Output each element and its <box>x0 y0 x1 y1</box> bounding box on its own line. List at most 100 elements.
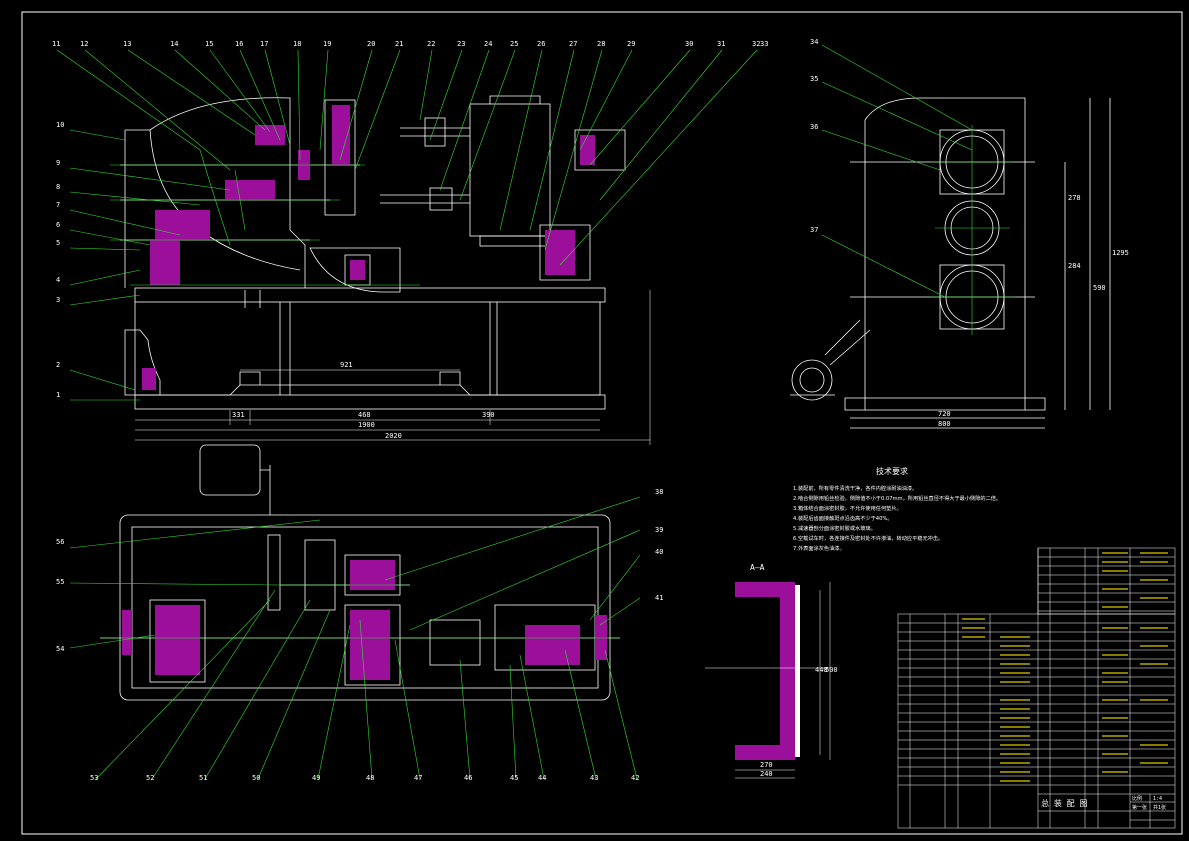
svg-text:第一张: 第一张 <box>1132 804 1147 811</box>
svg-text:45: 45 <box>510 774 518 782</box>
svg-text:50: 50 <box>252 774 260 782</box>
svg-text:4.装配后齿面接触斑点沿齿高不少于40%。: 4.装配后齿面接触斑点沿齿高不少于40%。 <box>793 514 892 522</box>
svg-text:3: 3 <box>56 296 60 304</box>
svg-text:56: 56 <box>56 538 64 546</box>
svg-text:5.减速器剖分面涂密封胶或水玻璃。: 5.减速器剖分面涂密封胶或水玻璃。 <box>793 524 876 532</box>
balloons-top: 11 12 13 14 15 16 17 18 19 20 21 22 23 2… <box>52 40 768 48</box>
svg-text:9: 9 <box>56 159 60 167</box>
svg-text:8: 8 <box>56 183 60 191</box>
svg-text:15: 15 <box>205 40 213 48</box>
svg-text:共1张: 共1张 <box>1153 804 1166 811</box>
balloons-left: 10 9 8 7 6 5 4 3 2 1 <box>56 121 64 399</box>
svg-text:1.装配前，所有零件清洗干净，各件内腔涂耐油油漆。: 1.装配前，所有零件清洗干净，各件内腔涂耐油油漆。 <box>793 484 917 492</box>
svg-text:7: 7 <box>56 201 60 209</box>
svg-text:921: 921 <box>340 361 353 369</box>
svg-text:32: 32 <box>752 40 760 48</box>
svg-text:1: 1 <box>56 391 60 399</box>
svg-text:590: 590 <box>1093 284 1106 292</box>
svg-text:500: 500 <box>825 666 838 674</box>
balloons-bottom: 53 52 51 50 49 48 47 46 45 44 43 42 <box>90 774 639 782</box>
svg-text:270: 270 <box>760 761 773 769</box>
svg-text:284: 284 <box>1068 262 1081 270</box>
svg-text:331: 331 <box>232 411 245 419</box>
svg-text:28: 28 <box>597 40 605 48</box>
svg-text:11: 11 <box>52 40 60 48</box>
svg-text:33: 33 <box>760 40 768 48</box>
svg-text:38: 38 <box>655 488 663 496</box>
svg-text:390: 390 <box>482 411 495 419</box>
svg-text:1295: 1295 <box>1112 249 1129 257</box>
svg-text:26: 26 <box>537 40 545 48</box>
svg-text:19: 19 <box>323 40 331 48</box>
front-view-centerlines <box>110 149 420 286</box>
svg-text:43: 43 <box>590 774 598 782</box>
side-view <box>790 97 1111 429</box>
svg-text:48: 48 <box>366 774 374 782</box>
svg-text:22: 22 <box>427 40 435 48</box>
svg-text:6.空载试车时，各连接件及密封处不许渗油，转动应平稳无冲击。: 6.空载试车时，各连接件及密封处不许渗油，转动应平稳无冲击。 <box>793 534 943 542</box>
svg-text:1900: 1900 <box>358 421 375 429</box>
balloons-side: 34 35 36 37 <box>810 38 818 234</box>
svg-text:27: 27 <box>569 40 577 48</box>
dimension-texts: 921 331 468 390 1900 2020 720 800 278 28… <box>232 194 1129 778</box>
svg-text:240: 240 <box>760 770 773 778</box>
svg-text:20: 20 <box>367 40 375 48</box>
svg-text:2020: 2020 <box>385 432 402 440</box>
balloons-plan: 38 39 40 41 56 55 54 <box>56 488 663 653</box>
tech-req-title: 技术要求 <box>876 466 908 476</box>
svg-text:54: 54 <box>56 645 64 653</box>
section-a-a <box>705 582 831 779</box>
svg-text:800: 800 <box>938 420 951 428</box>
svg-text:7.外表面涂灰色油漆。: 7.外表面涂灰色油漆。 <box>793 544 845 552</box>
svg-text:1:4: 1:4 <box>1153 796 1162 802</box>
leader-lines <box>56 44 973 780</box>
svg-text:51: 51 <box>199 774 207 782</box>
svg-text:720: 720 <box>938 410 951 418</box>
svg-text:24: 24 <box>484 40 492 48</box>
section-label: A–A <box>750 563 765 572</box>
svg-text:17: 17 <box>260 40 268 48</box>
svg-text:30: 30 <box>685 40 693 48</box>
technical-requirements: 技术要求 1.装配前，所有零件清洗干净，各件内腔涂耐油油漆。 2.啮合侧隙用铅丝… <box>793 466 1001 552</box>
svg-text:41: 41 <box>655 594 663 602</box>
svg-text:6: 6 <box>56 221 60 229</box>
svg-text:278: 278 <box>1068 194 1081 202</box>
front-view-dimensions <box>135 290 651 445</box>
svg-text:34: 34 <box>810 38 818 46</box>
svg-text:23: 23 <box>457 40 465 48</box>
side-view-centerlines <box>930 125 1015 335</box>
svg-text:14: 14 <box>170 40 178 48</box>
svg-text:5: 5 <box>56 239 60 247</box>
svg-text:49: 49 <box>312 774 320 782</box>
svg-text:36: 36 <box>810 123 818 131</box>
svg-text:31: 31 <box>717 40 725 48</box>
svg-text:468: 468 <box>358 411 371 419</box>
parts-list <box>897 547 1176 829</box>
svg-text:47: 47 <box>414 774 422 782</box>
svg-text:35: 35 <box>810 75 818 83</box>
svg-text:3.箱体结合面涂密封胶，不允许使用任何垫片。: 3.箱体结合面涂密封胶，不允许使用任何垫片。 <box>793 504 902 512</box>
svg-text:12: 12 <box>80 40 88 48</box>
svg-text:2.啮合侧隙用铅丝检验，侧隙值不小于0.07mm，所用铅丝直: 2.啮合侧隙用铅丝检验，侧隙值不小于0.07mm，所用铅丝直径不得大于最小侧隙的… <box>793 494 1001 502</box>
svg-text:52: 52 <box>146 774 154 782</box>
svg-text:25: 25 <box>510 40 518 48</box>
svg-text:53: 53 <box>90 774 98 782</box>
svg-text:29: 29 <box>627 40 635 48</box>
svg-text:37: 37 <box>810 226 818 234</box>
svg-text:2: 2 <box>56 361 60 369</box>
svg-text:21: 21 <box>395 40 403 48</box>
svg-text:46: 46 <box>464 774 472 782</box>
svg-text:40: 40 <box>655 548 663 556</box>
svg-text:55: 55 <box>56 578 64 586</box>
svg-text:4: 4 <box>56 276 60 284</box>
svg-text:44: 44 <box>538 774 546 782</box>
svg-text:18: 18 <box>293 40 301 48</box>
plan-view-sections <box>122 560 607 680</box>
parts-list-entries <box>962 552 1168 782</box>
svg-text:比例: 比例 <box>1132 795 1142 802</box>
svg-text:13: 13 <box>123 40 131 48</box>
svg-text:10: 10 <box>56 121 64 129</box>
svg-text:16: 16 <box>235 40 243 48</box>
